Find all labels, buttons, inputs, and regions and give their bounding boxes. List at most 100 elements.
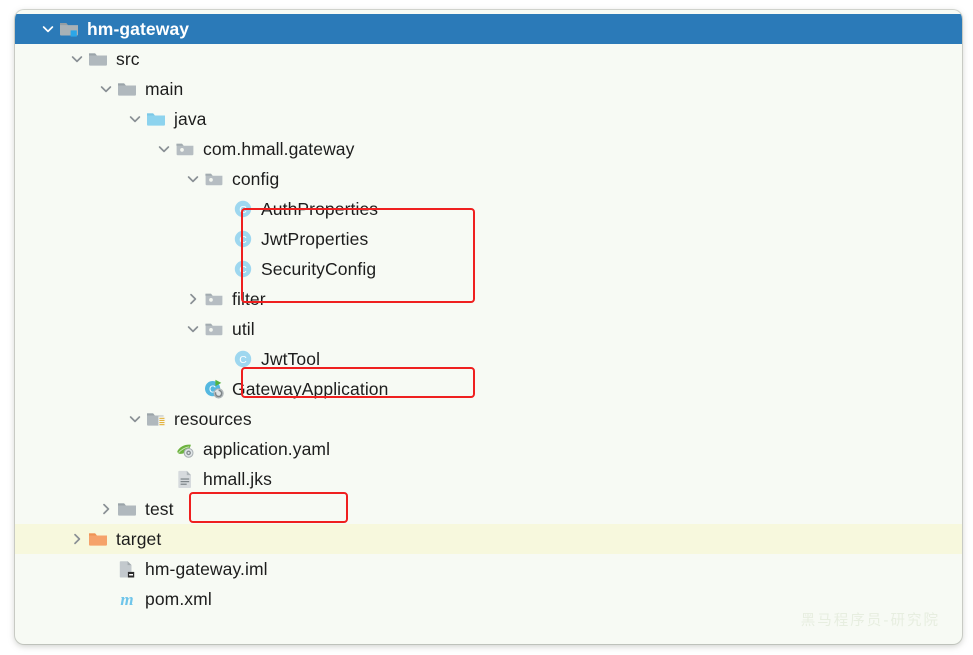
- tree-item-com-hmall-gateway[interactable]: com.hmall.gateway: [15, 134, 962, 164]
- java-class-icon: C: [232, 198, 254, 220]
- tree-item-label: com.hmall.gateway: [203, 138, 355, 159]
- tree-item-gatewayapplication[interactable]: C GatewayApplication: [15, 374, 962, 404]
- tree-item-src[interactable]: src: [15, 44, 962, 74]
- tree-item-label: java: [174, 108, 207, 129]
- tree-item-hmall-jks[interactable]: hmall.jks: [15, 464, 962, 494]
- tree-item-hm-gateway-iml[interactable]: hm-gateway.iml: [15, 554, 962, 584]
- chevron-right-icon[interactable]: [183, 284, 203, 314]
- chevron-down-icon[interactable]: [38, 14, 58, 44]
- tree-item-securityconfig[interactable]: C SecurityConfig: [15, 254, 962, 284]
- watermark-text: 黑马程序员-研究院: [800, 613, 940, 629]
- package-icon: [174, 138, 196, 160]
- tree-item-label: hm-gateway.iml: [145, 558, 268, 579]
- expand-spacer: [96, 554, 116, 584]
- folder-gray-icon: [116, 78, 138, 100]
- folder-orange-icon: [87, 528, 109, 550]
- tree-item-label: SecurityConfig: [261, 258, 377, 279]
- indent-spacer: [15, 539, 67, 540]
- expand-spacer: [212, 194, 232, 224]
- tree-item-util[interactable]: util: [15, 314, 962, 344]
- indent-spacer: [15, 29, 38, 30]
- java-class-icon: C: [232, 228, 254, 250]
- tree-item-label: JwtProperties: [261, 228, 369, 249]
- tree-item-hm-gateway[interactable]: hm-gateway: [15, 14, 962, 44]
- spring-leaf-icon: [174, 438, 196, 460]
- indent-spacer: [15, 359, 212, 360]
- tree-item-label: main: [145, 78, 184, 99]
- indent-spacer: [15, 269, 212, 270]
- indent-spacer: [15, 569, 96, 570]
- tree-item-label: filter: [232, 288, 266, 309]
- folder-gray-icon: [116, 498, 138, 520]
- tree-item-target[interactable]: target: [15, 524, 962, 554]
- svg-text:C: C: [239, 204, 247, 216]
- tree-item-label: target: [116, 528, 162, 549]
- tree-item-jwttool[interactable]: C JwtTool: [15, 344, 962, 374]
- folder-source-icon: [145, 108, 167, 130]
- indent-spacer: [15, 209, 212, 210]
- tree-item-label: resources: [174, 408, 252, 429]
- indent-spacer: [15, 149, 154, 150]
- package-icon: [203, 168, 225, 190]
- indent-spacer: [15, 89, 96, 90]
- module-folder-icon: [58, 18, 80, 40]
- svg-text:C: C: [239, 354, 247, 366]
- maven-icon: m: [116, 588, 138, 610]
- tree-item-label: application.yaml: [203, 438, 331, 459]
- chevron-down-icon[interactable]: [183, 164, 203, 194]
- indent-spacer: [15, 419, 125, 420]
- chevron-down-icon[interactable]: [125, 404, 145, 434]
- tree-item-pom-xml[interactable]: m pom.xml: [15, 584, 962, 614]
- chevron-right-icon[interactable]: [67, 524, 87, 554]
- java-class-icon: C: [232, 258, 254, 280]
- tree-item-label: test: [145, 498, 174, 519]
- indent-spacer: [15, 179, 183, 180]
- chevron-down-icon[interactable]: [67, 44, 87, 74]
- spring-boot-run-icon: C: [203, 378, 225, 400]
- tree-item-label: src: [116, 48, 140, 69]
- tree-item-label: JwtTool: [261, 348, 321, 369]
- tree-item-config[interactable]: config: [15, 164, 962, 194]
- tree-item-label: GatewayApplication: [232, 378, 389, 399]
- iml-file-icon: [116, 558, 138, 580]
- expand-spacer: [154, 464, 174, 494]
- tree-item-jwtproperties[interactable]: C JwtProperties: [15, 224, 962, 254]
- resources-folder-icon: [145, 408, 167, 430]
- chevron-down-icon[interactable]: [154, 134, 174, 164]
- tree-item-resources[interactable]: resources: [15, 404, 962, 434]
- file-generic-icon: [174, 468, 196, 490]
- tree-item-label: config: [232, 168, 280, 189]
- svg-text:m: m: [120, 590, 133, 609]
- indent-spacer: [15, 509, 96, 510]
- indent-spacer: [15, 329, 183, 330]
- folder-gray-icon: [87, 48, 109, 70]
- expand-spacer: [154, 434, 174, 464]
- svg-text:C: C: [239, 264, 247, 276]
- package-icon: [203, 318, 225, 340]
- tree-item-label: hmall.jks: [203, 468, 272, 489]
- tree-item-test[interactable]: test: [15, 494, 962, 524]
- tree-item-label: hm-gateway: [87, 18, 190, 39]
- expand-spacer: [212, 224, 232, 254]
- chevron-down-icon[interactable]: [183, 314, 203, 344]
- svg-text:C: C: [239, 234, 247, 246]
- chevron-right-icon[interactable]: [96, 494, 116, 524]
- tree-item-label: util: [232, 318, 255, 339]
- tree-item-label: pom.xml: [145, 588, 212, 609]
- chevron-down-icon[interactable]: [96, 74, 116, 104]
- svg-text:C: C: [209, 385, 216, 396]
- expand-spacer: [212, 254, 232, 284]
- expand-spacer: [212, 344, 232, 374]
- tree-item-filter[interactable]: filter: [15, 284, 962, 314]
- chevron-down-icon[interactable]: [125, 104, 145, 134]
- indent-spacer: [15, 389, 183, 390]
- tree-item-main[interactable]: main: [15, 74, 962, 104]
- package-icon: [203, 288, 225, 310]
- tree-item-application-yaml[interactable]: application.yaml: [15, 434, 962, 464]
- indent-spacer: [15, 599, 96, 600]
- tree-item-java[interactable]: java: [15, 104, 962, 134]
- indent-spacer: [15, 59, 67, 60]
- indent-spacer: [15, 449, 154, 450]
